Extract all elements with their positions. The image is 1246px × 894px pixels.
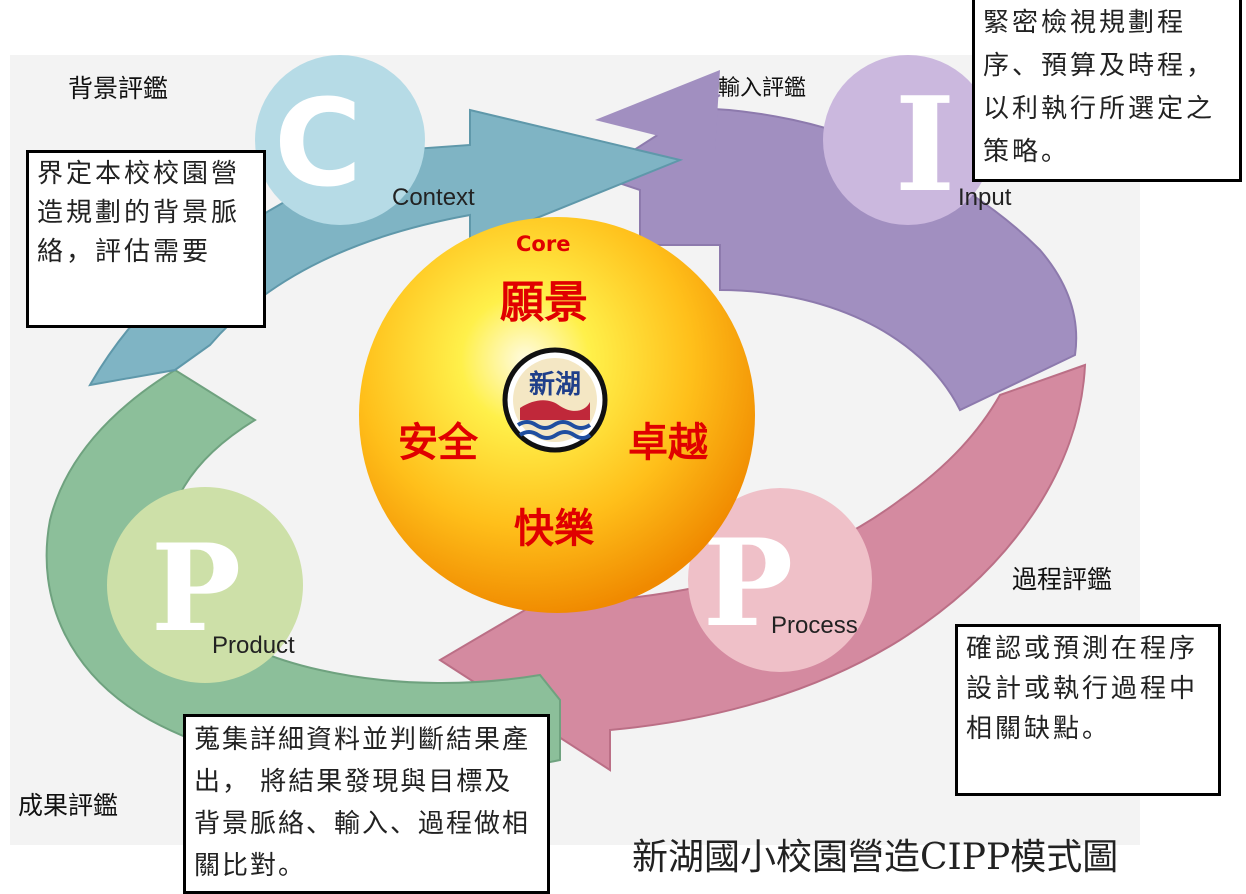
context-eval-label: 背景評鑑 [68,74,169,103]
input-word: Input [958,184,1012,211]
product-eval-label: 成果評鑑 [18,791,119,820]
product-circle [107,487,303,683]
process-circle [688,488,872,672]
input-arrow [592,94,1078,412]
input-arrowhead [595,70,720,150]
input-circle [823,55,993,225]
product-word: Product [212,632,295,659]
context-note: 界定本校校園營造規劃的背景脈絡，評估需要 [26,150,266,328]
input-letter: I [895,68,956,221]
context-letter: C [274,75,362,214]
core-title: Core [516,232,571,256]
product-letter: P [151,518,241,659]
product-note: 蒐集詳細資料並判斷結果產出， 將結果發現與目標及背景脈絡、輸入、過程做相關比對。 [183,714,550,894]
process-arrow [438,363,1087,772]
core-safety: 安全 [398,420,478,466]
school-logo: 新湖 [502,347,608,453]
process-eval-label: 過程評鑑 [1012,565,1113,594]
input-note: 緊密檢視規劃程序、預算及時程，以利執行所選定之策略。 [972,0,1242,182]
core-excellence: 卓越 [628,420,708,466]
core-happiness: 快樂 [514,506,594,552]
context-word: Context [392,184,475,211]
context-circle [255,55,425,225]
process-word: Process [771,612,858,639]
process-letter: P [703,513,793,654]
diagram-caption: 新湖國小校園營造CIPP模式圖 [632,837,1119,878]
core-vision: 願景 [500,277,588,328]
logo-text: 新湖 [529,369,581,400]
input-eval-label: 輸入評鑑 [718,76,807,101]
process-note: 確認或預測在程序設計或執行過程中相關缺點。 [955,624,1221,796]
